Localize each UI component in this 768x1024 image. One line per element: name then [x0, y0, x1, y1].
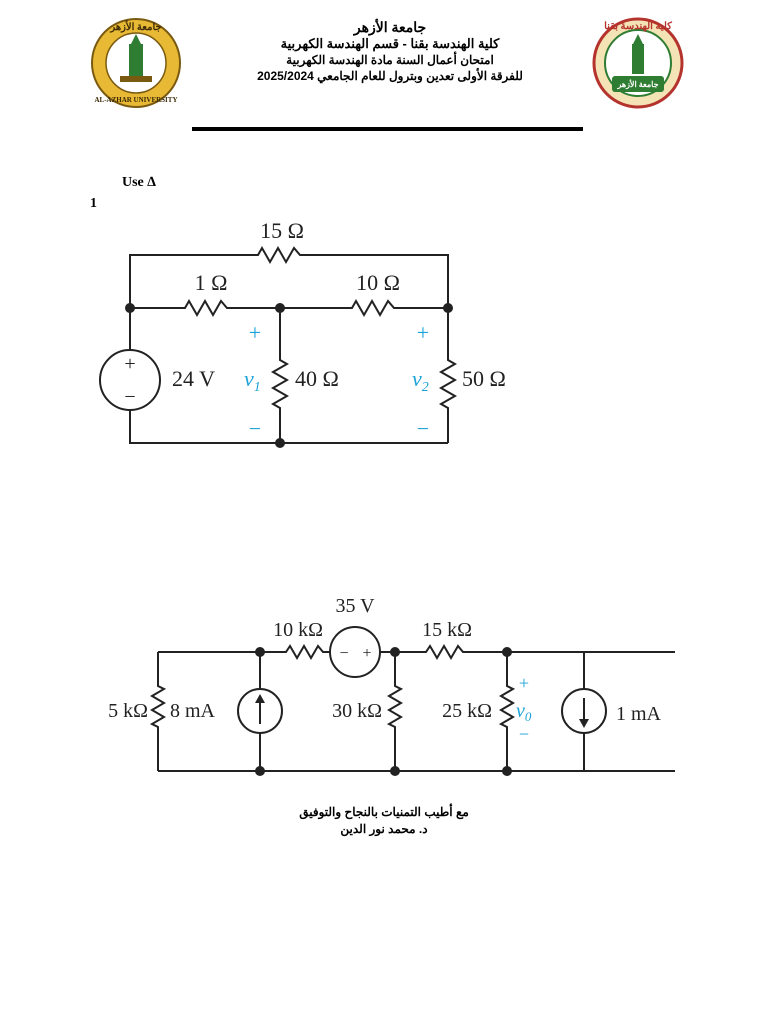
circuit-diagram-2: − + 35 V 10 kΩ 15 kΩ 5 kΩ 8 mA 30 kΩ 25 … [108, 595, 675, 776]
node-dot [443, 303, 453, 313]
arrow-up-icon [255, 694, 265, 724]
node-dot [275, 303, 285, 313]
exam-year: للفرقة الأولى تعدين وبترول للعام الجامعي… [257, 68, 523, 83]
exam-footer: مع أطيب التمنيات بالنجاح والتوفيق د. محم… [234, 804, 534, 839]
node-dot [255, 647, 265, 657]
question-number: 1 [90, 196, 97, 211]
good-luck-message: مع أطيب التمنيات بالنجاح والتوفيق [299, 805, 469, 819]
voltage-source-label: 24 V [172, 366, 215, 391]
node-dot [125, 303, 135, 313]
resistor-25k-label: 25 kΩ [442, 700, 492, 722]
resistor-15k-label: 15 kΩ [422, 619, 472, 641]
v1-plus-sign: + [249, 320, 261, 345]
instructor-name: د. محمد نور الدين [340, 822, 428, 837]
node-dot [275, 438, 285, 448]
faculty-engineering-qena-logo: كلية الهندسة بقنا جامعة الأزهر [592, 17, 684, 109]
arrow-down-icon [579, 698, 589, 728]
current-source-8ma-label: 8 mA [170, 700, 216, 722]
v0-minus-sign: − [519, 724, 529, 744]
logo-badge-text: جامعة الأزهر [616, 78, 658, 90]
v0-label: v0 [516, 700, 532, 724]
logo-arabic-text: كلية الهندسة بقنا [604, 21, 672, 32]
v1-label: v1 [244, 366, 261, 395]
resistor-10-ohm-label: 10 Ω [356, 270, 400, 295]
node-dot [502, 766, 512, 776]
exam-title: امتحان أعمال السنة مادة الهندسة الكهربية [286, 53, 494, 68]
current-source-1ma-label: 1 mA [616, 703, 662, 725]
node-dot [390, 647, 400, 657]
resistor-10k-label: 10 kΩ [273, 619, 323, 641]
node-dot [390, 766, 400, 776]
v1-minus-sign: − [249, 416, 261, 441]
v2-minus-sign: − [417, 416, 429, 441]
v0-plus-sign: + [519, 673, 529, 693]
source-minus-sign: − [124, 386, 135, 408]
resistor-30k-label: 30 kΩ [332, 700, 382, 722]
v2-label: v2 [412, 366, 429, 395]
university-name: جامعة الأزهر [353, 19, 427, 35]
instruction-text: Use ∆ [122, 175, 156, 190]
source-minus-sign: − [339, 645, 348, 662]
logo-arabic-text: جامعة الأزهر [109, 21, 161, 33]
resistor-5k-label: 5 kΩ [108, 700, 148, 722]
resistor-50-ohm-label: 50 Ω [462, 366, 506, 391]
circuit-diagram-1: + − 15 Ω 1 Ω 10 Ω 24 V 40 Ω 50 Ω + − v1 … [99, 218, 506, 448]
logo-ring-text: AL-AZHAR UNIVERSITY [94, 96, 177, 104]
exam-header: جامعة الأزهر كلية الهندسة بقنا - قسم اله… [190, 18, 590, 84]
voltage-source-35v-label: 35 V [335, 595, 375, 617]
resistor-15-ohm-label: 15 Ω [260, 218, 304, 243]
source-plus-sign: + [362, 645, 371, 662]
node-dot [255, 766, 265, 776]
resistor-40-ohm-label: 40 Ω [295, 366, 339, 391]
al-azhar-university-logo: جامعة الأزهر AL-AZHAR UNIVERSITY [91, 18, 181, 108]
faculty-department: كلية الهندسة بقنا - قسم الهندسة الكهربية [280, 36, 500, 52]
resistor-1-ohm-label: 1 Ω [195, 270, 228, 295]
header-divider [192, 127, 583, 131]
v2-plus-sign: + [417, 320, 429, 345]
node-dot [502, 647, 512, 657]
source-plus-sign: + [124, 353, 135, 375]
